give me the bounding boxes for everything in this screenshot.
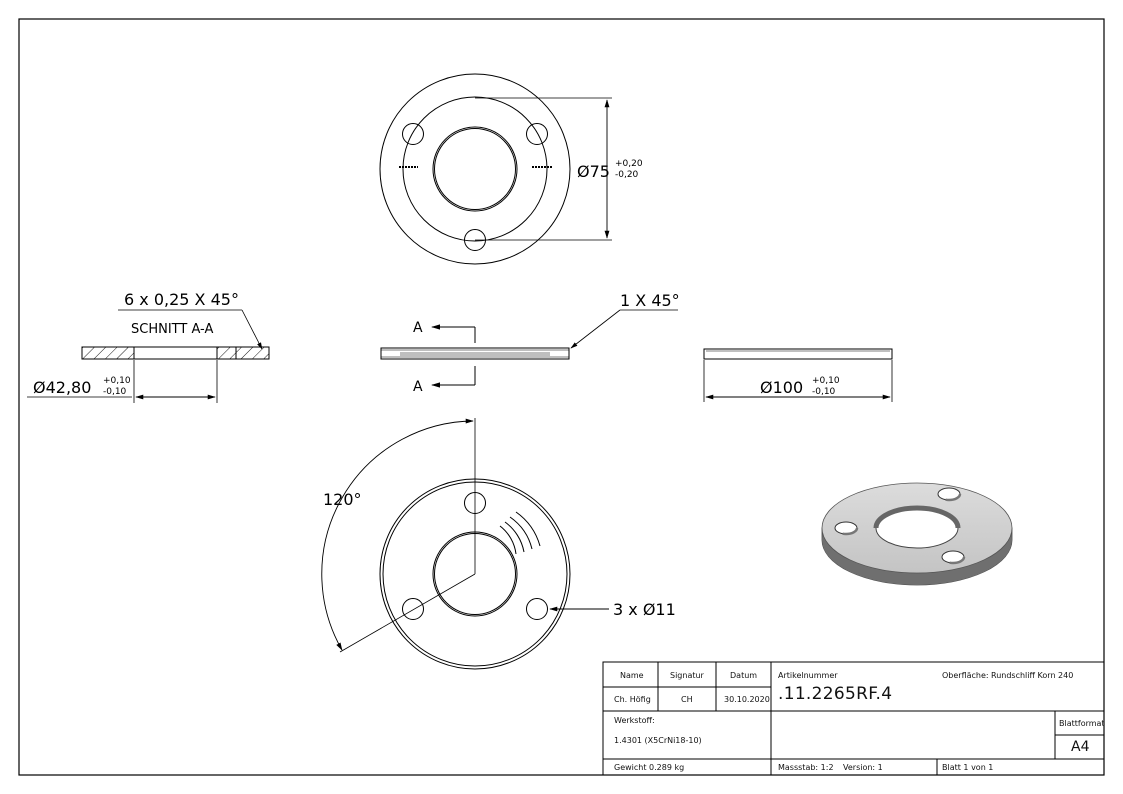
title-block	[602, 661, 1105, 776]
dim-chamfer-bottom: 6 x 0,25 X 45°	[124, 290, 239, 309]
isometric-view	[821, 482, 1013, 586]
sheet-border	[18, 18, 1105, 776]
front-view	[380, 309, 678, 388]
dim-angle: 120°	[323, 490, 362, 509]
section-mark-bottom: A	[413, 379, 423, 395]
row-name: Ch. Höfig	[614, 695, 651, 704]
dim-d42-tol-lower: -0,10	[103, 387, 127, 397]
format-value: A4	[1071, 739, 1090, 755]
format-label: Blattformat	[1059, 719, 1105, 728]
article-number: .11.2265RF.4	[778, 684, 893, 704]
dim-d100-tol-lower: -0,10	[812, 387, 836, 397]
dim-holes: 3 x Ø11	[613, 600, 676, 619]
row-signatur: CH	[681, 695, 693, 704]
bottom-view	[321, 418, 609, 670]
version: Version: 1	[843, 763, 883, 772]
material-label: Werkstoff:	[614, 716, 655, 725]
section-label: SCHNITT A-A	[131, 322, 213, 337]
dim-d75: Ø75	[577, 162, 610, 181]
surface-value: Rundschliff Korn 240	[991, 671, 1074, 680]
dim-d100: Ø100	[760, 378, 803, 397]
dim-d42-tol-upper: +0,10	[103, 376, 131, 386]
section-view	[27, 309, 270, 403]
header-datum: Datum	[730, 671, 758, 680]
section-mark-top: A	[413, 320, 423, 336]
header-name: Name	[620, 671, 644, 680]
header-signatur: Signatur	[670, 671, 704, 680]
dim-d42: Ø42,80	[33, 378, 91, 397]
row-datum: 30.10.2020	[724, 695, 770, 704]
material-value: 1.4301 (X5CrNi18-10)	[614, 736, 702, 745]
weight: Gewicht 0.289 kg	[614, 763, 685, 772]
dim-chamfer-edge: 1 X 45°	[620, 291, 680, 310]
dim-d75-tol-upper: +0,20	[615, 159, 643, 169]
header-artikelnummer: Artikelnummer	[778, 671, 838, 680]
side-view	[703, 348, 893, 402]
surface-label: Oberfläche:	[942, 671, 989, 680]
top-view	[379, 73, 612, 265]
scale: Massstab: 1:2	[778, 763, 834, 772]
sheet-number: Blatt 1 von 1	[942, 763, 994, 772]
dim-d100-tol-upper: +0,10	[812, 376, 840, 386]
dim-d75-tol-lower: -0,20	[615, 170, 639, 180]
